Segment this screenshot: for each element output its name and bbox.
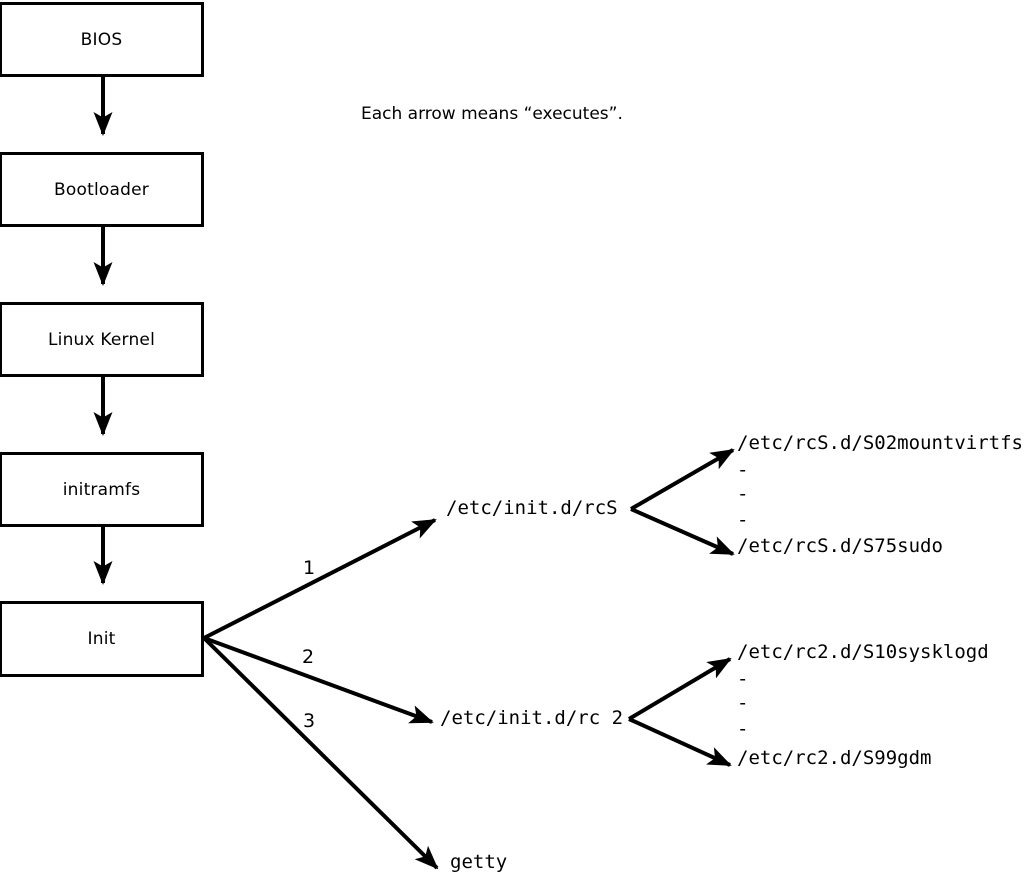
node-initramfs-label: initramfs <box>62 479 141 500</box>
rc2-ellipsis-dash-2: - <box>737 692 749 714</box>
rcs-script-first[interactable]: /etc/rcS.d/S02mountvirtfs <box>737 432 1023 454</box>
node-bios[interactable]: BIOS <box>0 2 204 77</box>
node-getty[interactable]: getty <box>450 851 508 873</box>
node-linux-kernel[interactable]: Linux Kernel <box>0 302 204 377</box>
node-bootloader[interactable]: Bootloader <box>0 152 204 227</box>
rc2-script-last[interactable]: /etc/rc2.d/S99gdm <box>737 747 932 769</box>
init-arrow-3 <box>202 636 439 870</box>
rc2-arrow-last <box>628 717 732 767</box>
rcs-ellipsis-dash-3: - <box>737 509 749 531</box>
init-arrow-1 <box>203 518 437 640</box>
init-arrow-2 <box>203 636 434 724</box>
rcs-arrow-last <box>630 507 735 556</box>
node-initramfs[interactable]: initramfs <box>0 452 204 527</box>
branch-number-2: 2 <box>302 646 315 668</box>
node-linux-kernel-label: Linux Kernel <box>47 329 155 350</box>
branch-number-1: 1 <box>303 557 316 579</box>
rcs-ellipsis-dash-2: - <box>737 483 749 505</box>
rcs-arrow-first <box>629 448 735 511</box>
node-bios-label: BIOS <box>80 29 123 50</box>
rcs-script-last[interactable]: /etc/rcS.d/S75sudo <box>737 535 943 557</box>
rc2-ellipsis-dash-1: - <box>737 668 749 690</box>
rcs-ellipsis-dash-1: - <box>737 459 749 481</box>
branch-number-3: 3 <box>303 710 316 732</box>
node-rcs-script[interactable]: /etc/init.d/rcS <box>446 497 618 519</box>
node-init-label: Init <box>87 629 116 649</box>
diagram-caption: Each arrow means “executes”. <box>361 104 623 124</box>
node-init[interactable]: Init <box>0 601 204 677</box>
node-bootloader-label: Bootloader <box>54 179 149 200</box>
rc2-script-first[interactable]: /etc/rc2.d/S10sysklogd <box>737 641 989 663</box>
rc2-arrow-first <box>627 657 732 721</box>
node-rc2-script[interactable]: /etc/init.d/rc 2 <box>440 707 624 729</box>
rc2-ellipsis-dash-3: - <box>737 718 749 740</box>
